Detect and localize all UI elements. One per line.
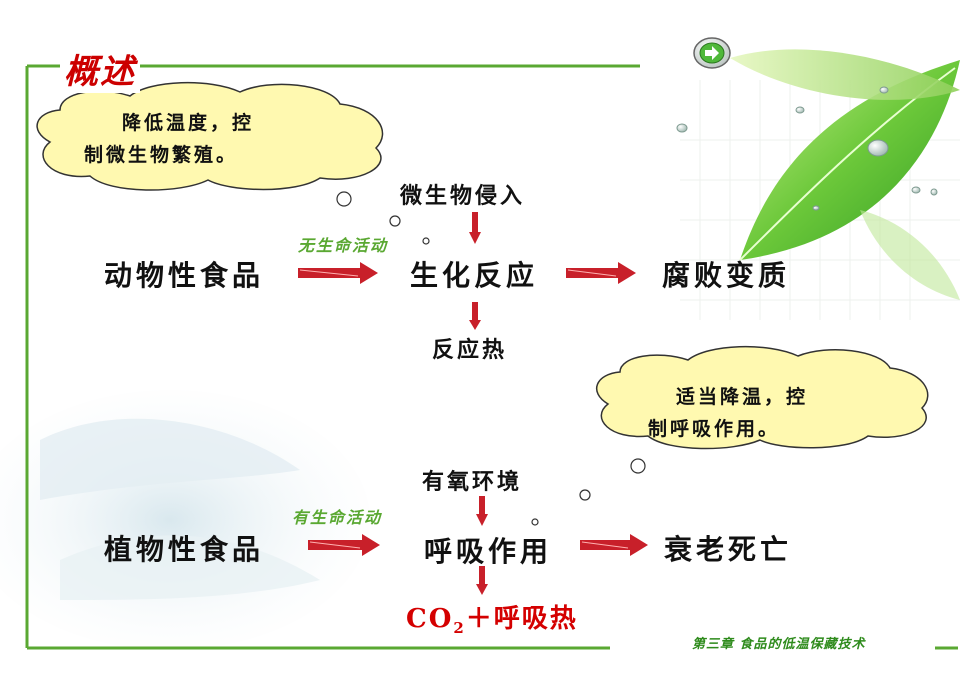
animal-arrow-label: 无生命活动 [298, 236, 389, 255]
plant-result-node: 衰老死亡 [664, 533, 793, 566]
co-text: CO [406, 604, 454, 634]
respiration-heat-text: ＋呼吸热 [465, 604, 578, 634]
arrow-process-down [469, 302, 481, 330]
arrows [298, 212, 648, 595]
arrow-input-down [469, 212, 481, 244]
slide-title: 概述 [60, 44, 140, 93]
animal-process-node: 生化反应 [410, 259, 539, 292]
animal-result-node: 腐败变质 [662, 259, 791, 292]
animal-output-label: 反应热 [432, 337, 508, 363]
chapter-footer: 第三章 食品的低温保藏技术 [688, 633, 870, 652]
right-cloud-line2: 制呼吸作用。 [648, 418, 781, 440]
right-cloud-line1: 适当降温，控 [676, 386, 809, 408]
plant-input-label: 有氧环境 [422, 469, 523, 495]
animal-source-node: 动物性食品 [104, 259, 265, 292]
top-cloud-shape [36, 81, 384, 191]
plant-output-label: CO2＋呼吸热 [406, 598, 578, 637]
arrow-animal-to-process [298, 262, 378, 284]
arrow-respiration-down [476, 566, 488, 595]
top-cloud-line2: 制微生物繁殖。 [84, 144, 239, 166]
plant-process-node: 呼吸作用 [424, 535, 553, 568]
animal-input-label: 微生物侵入 [400, 183, 526, 209]
right-cloud-shape [596, 345, 929, 450]
leaf-illustration [730, 49, 960, 300]
plant-arrow-label: 有生命活动 [292, 508, 383, 527]
next-slide-button[interactable] [692, 36, 732, 70]
arrow-oxygen-down [476, 496, 488, 526]
bubble-trail [336, 191, 646, 526]
mist-illustration [0, 390, 370, 650]
next-arrow-icon [693, 37, 731, 69]
arrow-respiration-to-result [580, 534, 648, 556]
plant-source-node: 植物性食品 [104, 533, 265, 566]
water-drops [676, 86, 938, 211]
arrow-plant-to-process [308, 534, 380, 556]
co-subscript: 2 [453, 619, 466, 638]
arrow-process-to-result [566, 262, 636, 284]
top-cloud-line1: 降低温度，控 [122, 112, 255, 134]
